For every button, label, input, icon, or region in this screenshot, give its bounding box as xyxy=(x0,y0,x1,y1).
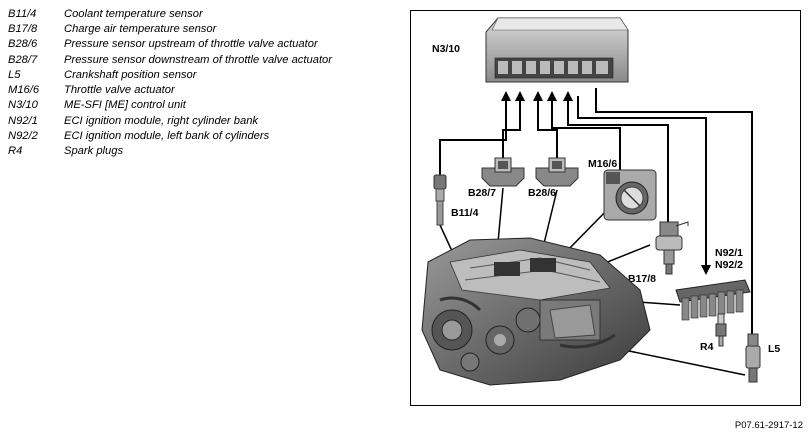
diagram-frame xyxy=(410,10,801,406)
legend-description: ECI ignition module, left bank of cylind… xyxy=(64,130,270,143)
legend-description: Crankshaft position sensor xyxy=(64,68,197,81)
label-n3-10: N3/10 xyxy=(432,43,460,55)
legend-item: B17/8 Charge air temperature sensor xyxy=(8,21,403,36)
engine-illustration xyxy=(421,237,651,386)
sensor-b11-4 xyxy=(433,174,447,226)
legend-item: N92/1 ECI ignition module, right cylinder… xyxy=(8,113,403,128)
legend-code: B28/7 xyxy=(8,53,38,66)
sensor-b28-6 xyxy=(535,157,579,187)
legend-description: ME-SFI [ME] control unit xyxy=(64,99,186,112)
legend-item: M16/6 Throttle valve actuator xyxy=(8,82,403,97)
legend-description: ECI ignition module, right cylinder bank xyxy=(64,114,259,127)
legend-item: R4 Spark plugs xyxy=(8,144,403,159)
label-n92-2: N92/2 xyxy=(715,259,743,271)
sensor-b28-7 xyxy=(481,157,525,187)
throttle-valve-actuator-m16-6 xyxy=(603,169,657,221)
label-b11-4: B11/4 xyxy=(451,207,479,219)
legend-code: B11/4 xyxy=(8,7,37,20)
label-m16-6: M16/6 xyxy=(588,158,617,170)
legend-description: Spark plugs xyxy=(64,145,124,158)
legend-description: Charge air temperature sensor xyxy=(64,22,217,35)
legend-item: B11/4 Coolant temperature sensor xyxy=(8,6,403,21)
legend-item: L5 Crankshaft position sensor xyxy=(8,67,403,82)
legend-code: M16/6 xyxy=(8,84,40,97)
legend-code: R4 xyxy=(8,145,23,158)
legend-item: N92/2 ECI ignition module, left bank of c… xyxy=(8,128,403,143)
legend-code: B17/8 xyxy=(8,22,38,35)
spark-plug-r4 xyxy=(715,313,727,347)
label-r4: R4 xyxy=(700,341,714,353)
legend-description: Coolant temperature sensor xyxy=(64,7,203,20)
label-b28-6: B28/6 xyxy=(528,187,556,199)
legend-code: B28/6 xyxy=(8,38,38,51)
legend-description: Pressure sensor upstream of throttle val… xyxy=(64,38,318,51)
label-b28-7: B28/7 xyxy=(468,187,496,199)
legend-description: Pressure sensor downstream of throttle v… xyxy=(64,53,333,66)
legend-item: B28/7 Pressure sensor downstream of throt… xyxy=(8,52,403,67)
control-unit-n3-10 xyxy=(485,17,629,83)
legend-item: N3/10 ME-SFI [ME] control unit xyxy=(8,98,403,113)
legend-code: N92/1 xyxy=(8,114,38,127)
label-l5: L5 xyxy=(768,343,780,355)
legend-code: N92/2 xyxy=(8,130,38,143)
sensor-l5 xyxy=(745,333,761,383)
legend-code: L5 xyxy=(8,68,21,81)
legend-description: Throttle valve actuator xyxy=(64,84,175,97)
figure-code: P07.61-2917-12 xyxy=(734,420,803,431)
label-n92-1: N92/1 xyxy=(715,247,743,259)
legend-code: N3/10 xyxy=(8,99,38,112)
sensor-b17-8 xyxy=(655,221,689,275)
ignition-module-n92 xyxy=(675,279,751,321)
label-b17-8: B17/8 xyxy=(628,273,656,285)
legend-item: B28/6 Pressure sensor upstream of throttl… xyxy=(8,37,403,52)
